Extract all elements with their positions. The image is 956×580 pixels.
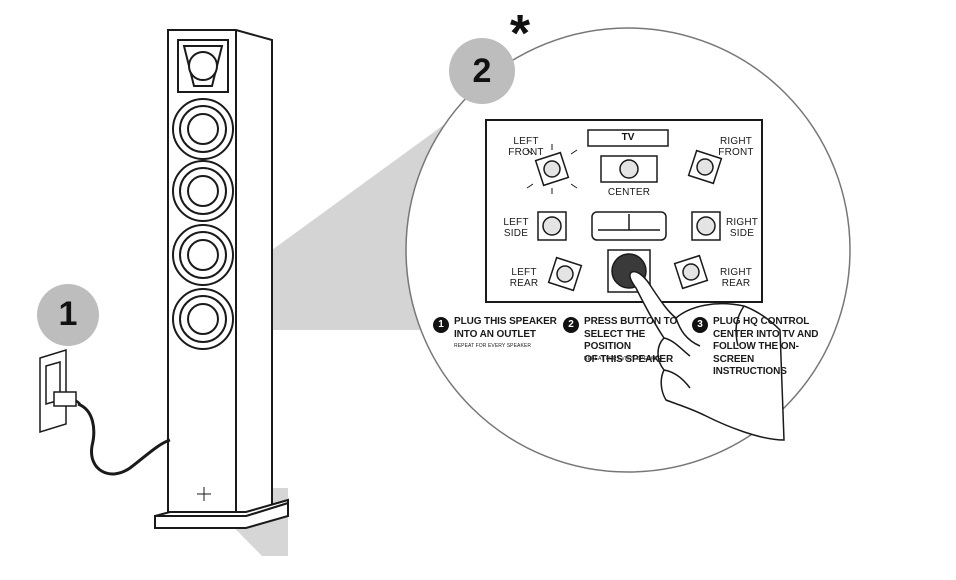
tv-label: TV (621, 132, 635, 143)
right-side-speaker-icon (691, 211, 721, 241)
woofer-3 (172, 224, 234, 286)
step-1-note: REPEAT FOR EVERY SPEAKER (454, 343, 532, 349)
woofer-4 (172, 288, 234, 350)
pointing-hand (629, 270, 785, 441)
woofer-2 (172, 160, 234, 222)
woofer-1 (172, 98, 234, 160)
step-2-marker: 2 (563, 317, 579, 333)
left-rear-speaker-icon (547, 256, 583, 292)
step-3-title: PLUG HQ CONTROL CENTER INTO TV AND FOLLO… (713, 316, 819, 377)
wall-outlet (39, 348, 67, 434)
plug-and-cord (57, 396, 171, 476)
tower-speaker (154, 29, 289, 529)
left-rear-label: LEFT REAR (509, 267, 539, 289)
step-1-title: PLUG THIS SPEAKER INTO AN OUTLET (454, 316, 557, 340)
left-side-speaker-icon (537, 211, 567, 241)
badge-1-number: 1 (58, 295, 78, 333)
step-2-note: REPEAT FOR EVERY SPEAKER (584, 356, 662, 362)
speaker-logo-mark (197, 487, 211, 501)
asterisk-mark: * (509, 5, 531, 63)
right-front-speaker-icon (687, 149, 723, 185)
plug-body (53, 391, 77, 407)
step-2-title: PRESS BUTTON TO SELECT THE POSITION OF T… (584, 316, 678, 365)
right-rear-speaker-icon (673, 254, 709, 290)
right-side-label: RIGHT SIDE (725, 217, 759, 239)
right-front-label: RIGHT FRONT (718, 136, 754, 158)
badge-2-number: 2 (472, 52, 492, 90)
center-label: CENTER (607, 187, 651, 198)
left-front-label: LEFT FRONT (508, 136, 544, 158)
left-side-label: LEFT SIDE (503, 217, 529, 239)
right-rear-label: RIGHT REAR (719, 267, 753, 289)
step-1-marker: 1 (433, 317, 449, 333)
step-3-marker: 3 (692, 317, 708, 333)
sofa-icon (591, 211, 667, 241)
center-speaker-icon (600, 155, 658, 183)
badge-2 (449, 38, 515, 104)
tv-box (587, 129, 669, 147)
left-front-speaker-icon (526, 144, 578, 194)
badge-1 (37, 284, 99, 346)
